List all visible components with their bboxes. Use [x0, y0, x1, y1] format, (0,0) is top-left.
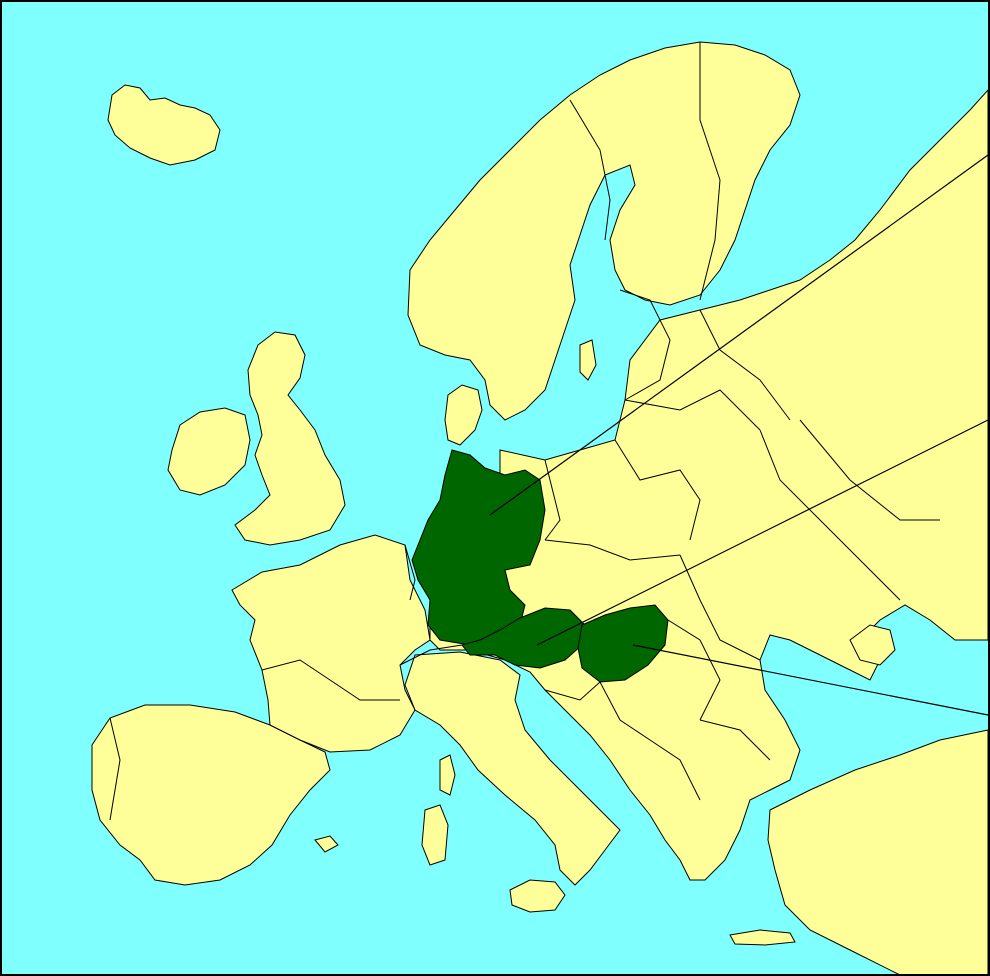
eastern-europe: [429, 88, 989, 881]
crimea: [849, 624, 896, 666]
italy: [404, 651, 621, 886]
scandinavia: [407, 41, 801, 421]
great-britain: [234, 331, 346, 546]
callout-lines: [489, 154, 989, 716]
callout-line-germany: [489, 154, 989, 516]
callout-line-hungary: [632, 644, 989, 716]
hungary: [577, 604, 669, 683]
sardinia: [421, 804, 449, 866]
crete: [729, 929, 796, 946]
denmark: [444, 384, 483, 446]
callout-line-austria: [536, 419, 989, 646]
ireland: [167, 407, 251, 496]
corsica: [439, 754, 456, 796]
iberia: [91, 704, 331, 886]
balearic-islands: [314, 835, 339, 853]
france: [231, 534, 431, 753]
austria: [461, 607, 586, 669]
baltic-island-gotland: [579, 339, 597, 381]
iceland: [107, 84, 221, 166]
country-borders: [109, 42, 940, 821]
sicily: [509, 879, 566, 913]
